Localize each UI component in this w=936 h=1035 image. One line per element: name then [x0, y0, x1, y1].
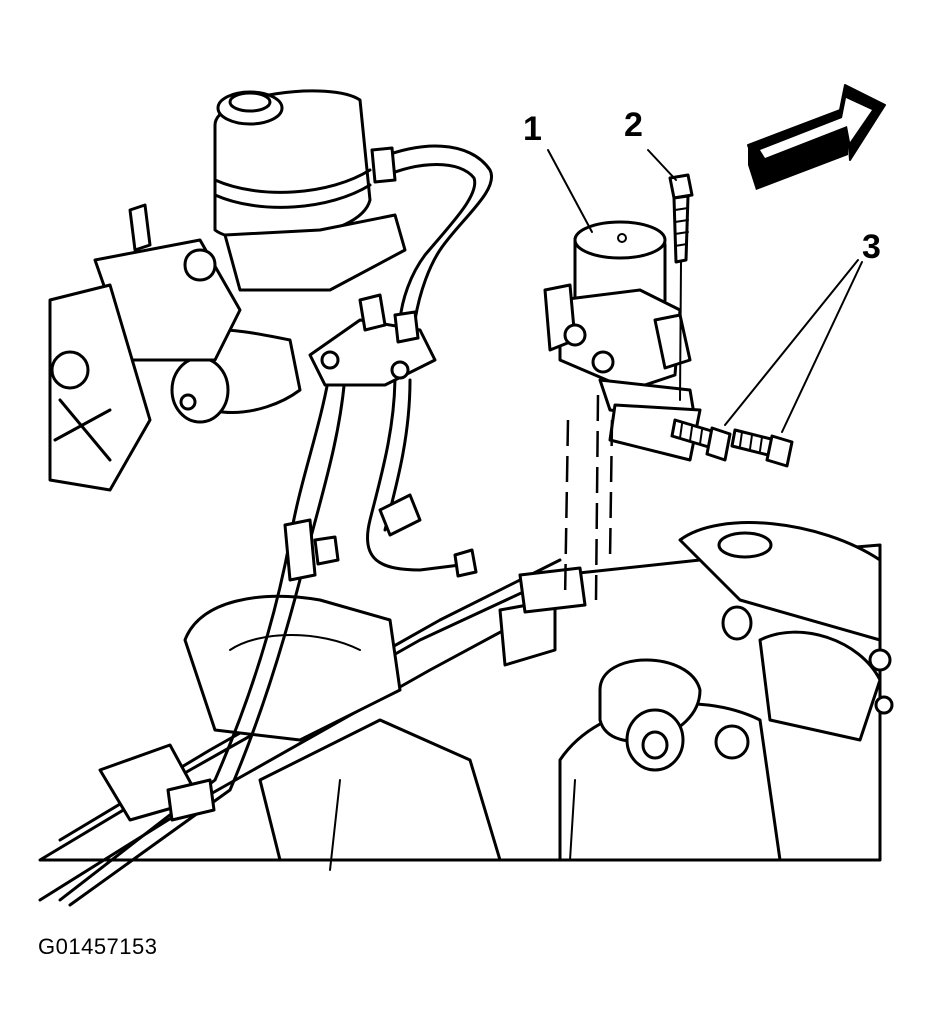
mounting-bolts-horizontal	[670, 418, 794, 468]
junction-block	[308, 293, 437, 387]
brake-pressure-module	[543, 220, 702, 462]
figure-id-label: G01457153	[38, 934, 158, 959]
forward-arrow-icon	[747, 84, 886, 190]
callout-3: 3	[862, 228, 881, 266]
callout-leaders	[547, 149, 863, 433]
installation-guide-lines	[563, 394, 614, 601]
callout-1: 1	[523, 110, 542, 148]
frame-structure	[38, 521, 894, 902]
master-cylinder	[48, 89, 407, 492]
brake-lines	[58, 368, 478, 907]
mounting-bolt-vertical	[668, 173, 694, 401]
callout-2: 2	[624, 106, 643, 144]
reservoir-hose	[370, 144, 494, 322]
